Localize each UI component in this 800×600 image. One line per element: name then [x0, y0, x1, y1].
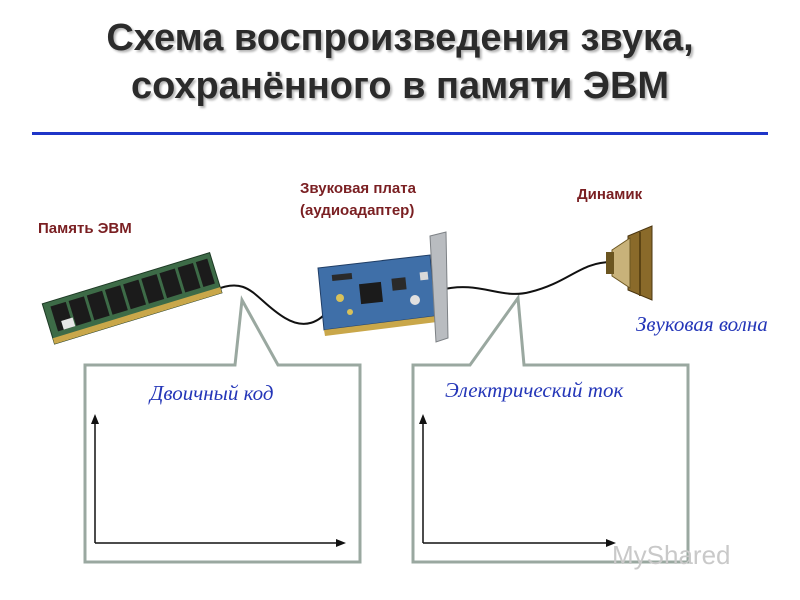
- binary-code-callout: [83, 295, 362, 564]
- electric-current-callout: [411, 293, 690, 564]
- sound-card-label-line-2: (аудиоадаптер): [300, 202, 415, 219]
- page-title: Схема воспроизведения звука, сохранённог…: [0, 14, 800, 110]
- title-underline: [32, 132, 768, 135]
- title-line-1: Схема воспроизведения звука,: [106, 17, 694, 59]
- memory-label: Память ЭВМ: [38, 220, 132, 237]
- watermark-logo: MyShared: [612, 540, 731, 571]
- electric-current-axes: [419, 414, 616, 547]
- sound-card-label-line-1: Звуковая плата: [300, 180, 416, 197]
- title-line-2: сохранённого в памяти ЭВМ: [130, 65, 670, 107]
- sound-card-image: [317, 231, 449, 343]
- binary-code-label: Двоичный код: [150, 381, 274, 405]
- watermark-text: MyShared: [612, 540, 731, 570]
- sound-wave-label: Звуковая волна: [636, 312, 768, 336]
- electric-current-label: Электрический ток: [445, 378, 624, 402]
- cable-memory-to-card: [214, 284, 331, 325]
- memory-module-image: [41, 252, 223, 345]
- binary-code-axes: [91, 414, 346, 547]
- sound-card-label: Звуковая плата (аудиоадаптер): [300, 178, 416, 222]
- cable-card-to-speaker: [439, 261, 613, 295]
- speaker-image: [606, 225, 653, 301]
- speaker-label: Динамик: [577, 186, 643, 203]
